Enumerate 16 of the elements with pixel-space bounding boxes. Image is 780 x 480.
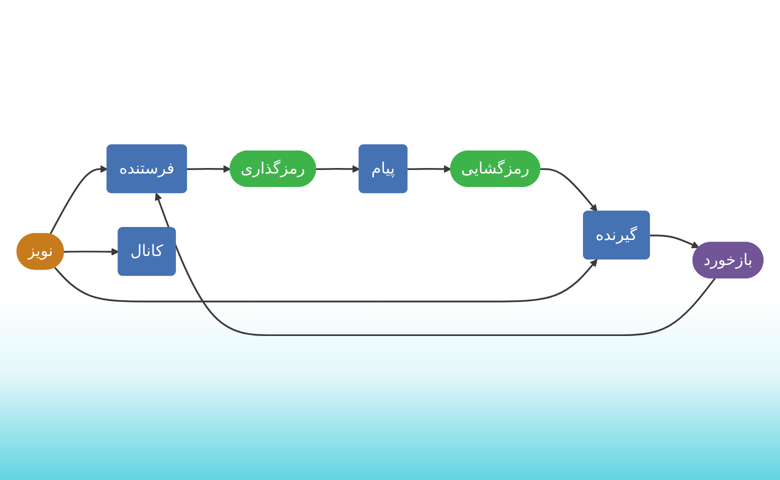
process-box: کانال (118, 227, 176, 276)
arrow (186, 165, 231, 173)
arrow (650, 234, 700, 248)
arrow (64, 248, 119, 256)
process-box: گیرنده (582, 210, 650, 260)
process-box: پیام (358, 144, 408, 194)
oval-node: رمزگشایی (450, 150, 540, 188)
arrow (49, 165, 108, 235)
process-box: فرستنده (106, 144, 187, 194)
oval-node: بازخورد (692, 242, 764, 278)
arrow (408, 165, 452, 173)
arrow (154, 192, 716, 336)
arrow (54, 259, 598, 302)
oval-node: رمزگذاری (230, 150, 316, 188)
arrow (540, 168, 598, 212)
arrow (316, 165, 360, 173)
